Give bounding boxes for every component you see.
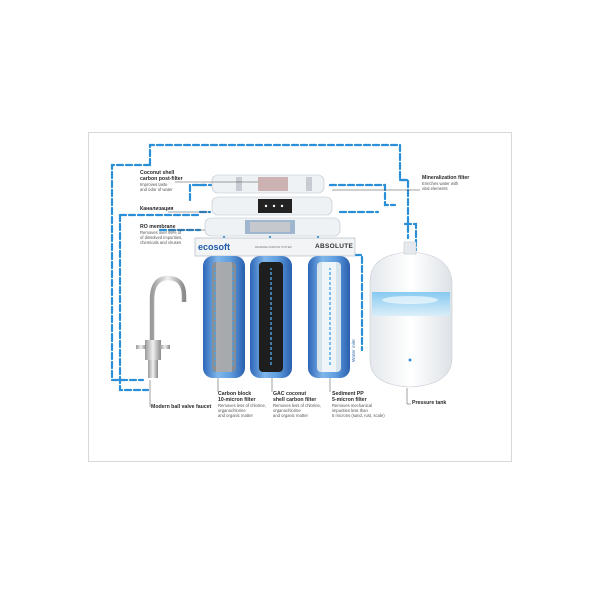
sediment-title: Sediment PP 5-micron filter xyxy=(332,391,367,403)
membrane-desc: Removes over 99% of of dissolved impurit… xyxy=(140,229,183,245)
sediment-housing xyxy=(308,256,350,378)
post-filter-cartridge xyxy=(211,174,325,194)
post-filter-title: Coconut shell carbon post-filter xyxy=(140,170,183,182)
sediment-label: Sediment PP 5-micron filter Removes mech… xyxy=(332,391,385,418)
membrane-title: RO membrane xyxy=(140,224,176,230)
carbon-block-housing xyxy=(203,256,245,378)
faucet-graphic xyxy=(136,275,187,378)
faucet-label: Modern ball valve faucet xyxy=(151,404,212,411)
post-filter-desc: Improves taste and odor of water xyxy=(140,181,173,192)
mineralization-title: Mineralization filter xyxy=(422,175,470,181)
gac-desc: Removes less of chlorine, organochlorine… xyxy=(273,402,321,418)
leader-lines xyxy=(149,181,420,407)
sediment-desc: Removes mechanical impurities less than … xyxy=(332,402,385,418)
drain-title: Канализация xyxy=(140,206,174,212)
mineralization-desc: Enriches water with vital elements xyxy=(422,180,459,191)
tank-label: Pressure tank xyxy=(412,400,447,407)
gac-title: GAC coconut shell carbon filter xyxy=(273,391,317,403)
mineralization-cartridge xyxy=(211,196,333,216)
membrane-label: RO membrane Removes over 99% of of disso… xyxy=(140,224,183,245)
mineralization-label: Mineralization filter Enriches water wit… xyxy=(422,175,470,192)
faucet-title: Modern ball valve faucet xyxy=(151,404,212,410)
carbon-block-desc: Removes less of chlorine, organochlorine… xyxy=(218,402,266,418)
model-subtitle: REVERSE OSMOSIS SYSTEM xyxy=(255,246,292,249)
gac-label: GAC coconut shell carbon filter Removes … xyxy=(273,391,321,418)
drain-label: Канализация xyxy=(140,206,174,213)
pressure-tank-graphic xyxy=(369,241,453,388)
model-name: ABSOLUTE xyxy=(315,243,354,250)
water-inlet-label: Water inlet xyxy=(352,339,357,362)
post-filter-label: Coconut shell carbon post-filter Improve… xyxy=(140,170,183,193)
carbon-block-label: Carbon block 10-micron filter Removes le… xyxy=(218,391,266,418)
tank-title: Pressure tank xyxy=(412,400,447,406)
ro-membrane-cartridge xyxy=(204,217,341,237)
carbon-block-title: Carbon block 10-micron filter xyxy=(218,391,256,403)
brand-logo: ecosoft xyxy=(198,242,231,252)
flow-arrows xyxy=(214,268,331,365)
